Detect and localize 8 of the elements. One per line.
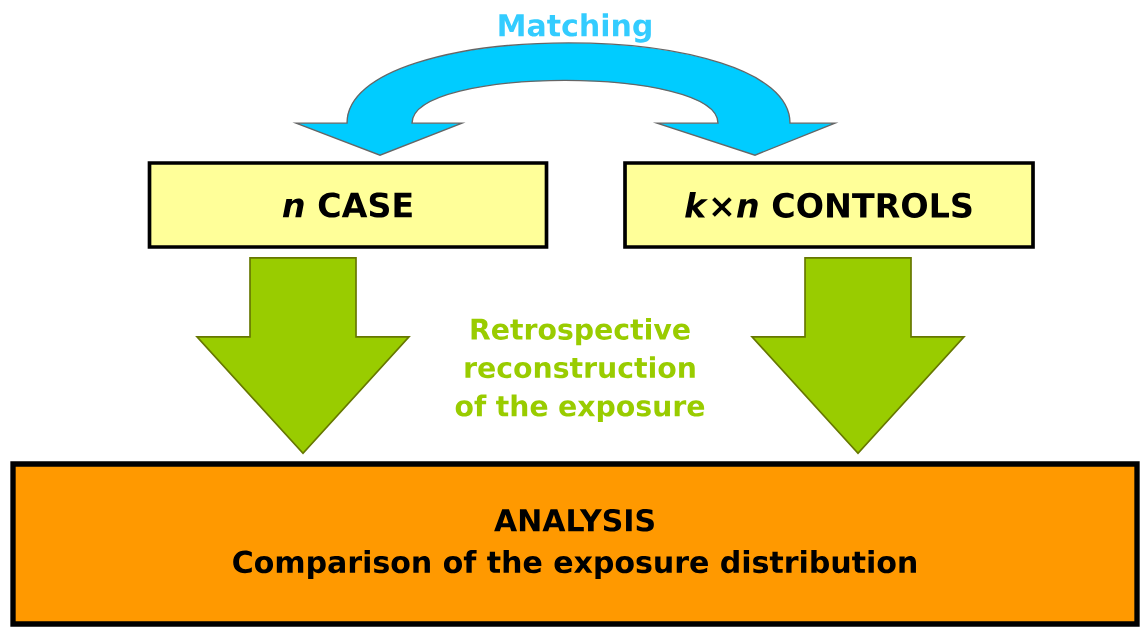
- block-arrow: [750, 257, 966, 455]
- annotation-text: Retrospective reconstruction of the exposure: [455, 317, 705, 423]
- block-arrow: [195, 257, 411, 455]
- process-box: n CASE: [147, 161, 549, 249]
- process-box: k×n CONTROLS: [623, 161, 1035, 249]
- curved-arrow: [295, 42, 836, 156]
- edge-label: Matching: [499, 13, 651, 43]
- process-box: ANALYSIS Comparison of the exposure distribution: [10, 461, 1140, 627]
